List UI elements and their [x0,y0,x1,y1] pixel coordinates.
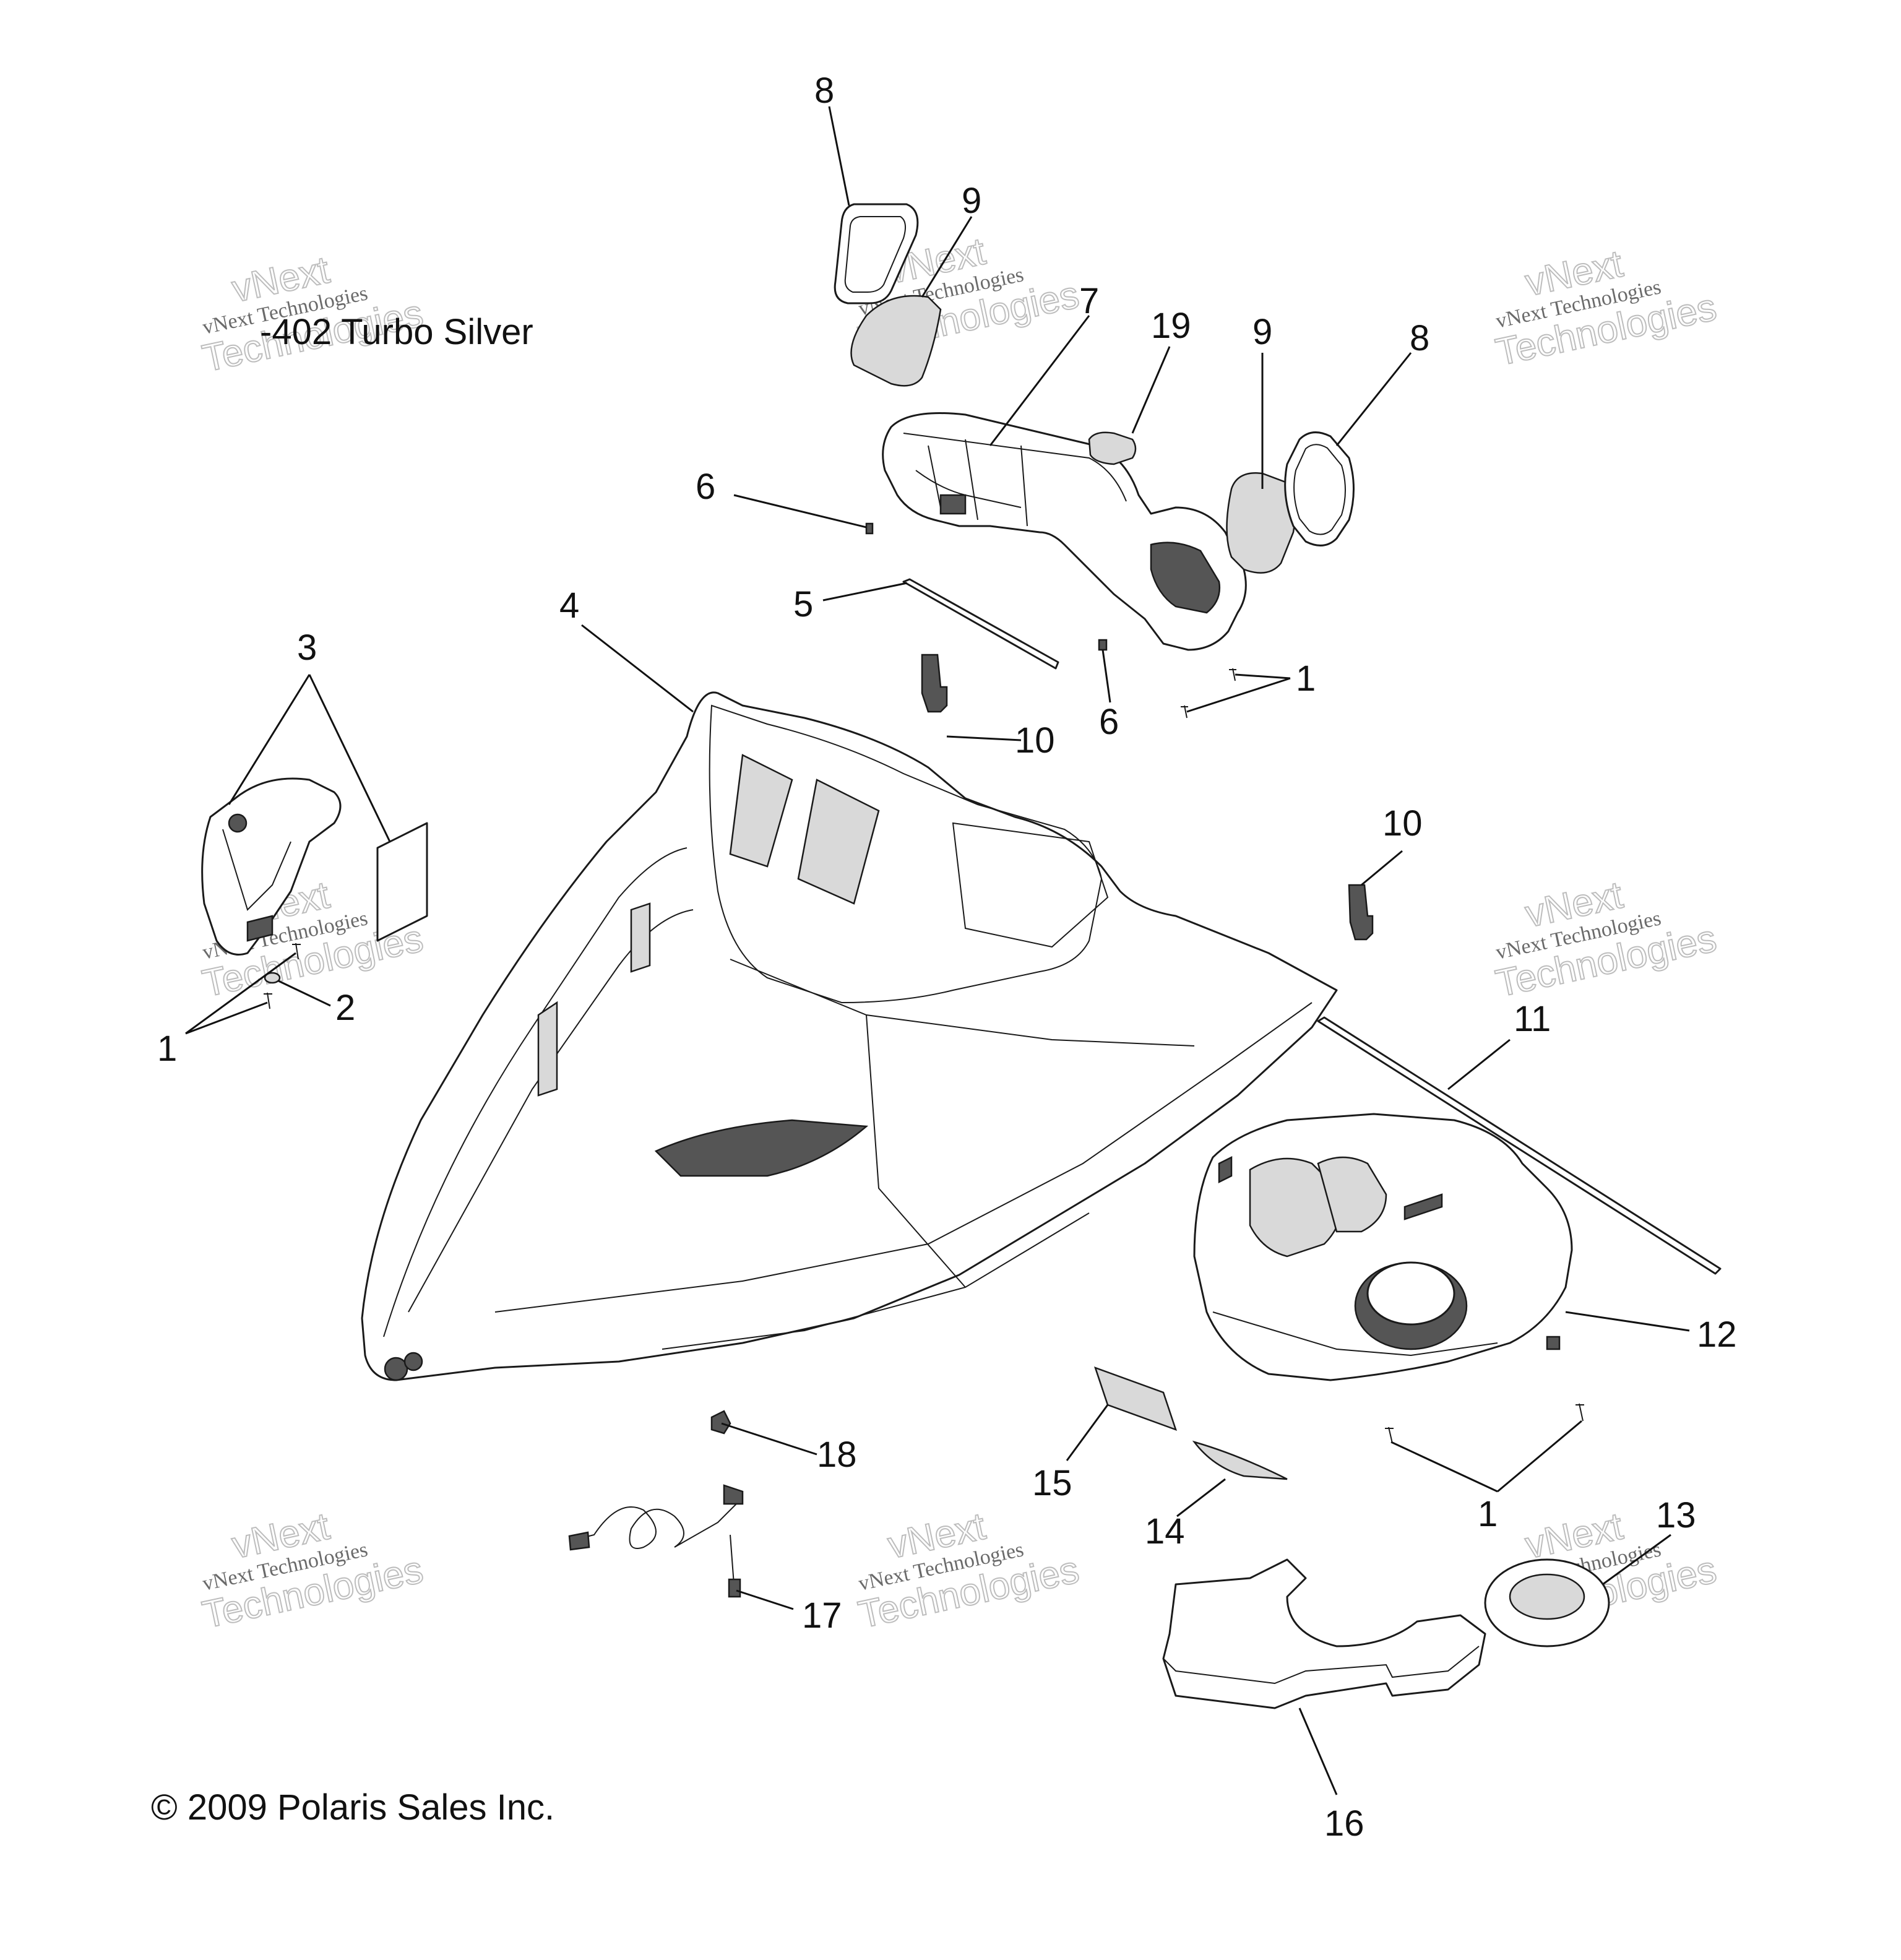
part-1-screw-mirror-upper [292,943,301,960]
callout-1-mirror: 1 [157,1029,177,1069]
callout-18: 18 [817,1435,857,1475]
part-1-screw-dash-lower [1181,705,1188,719]
part-13-grommet [1484,1558,1610,1647]
part-3-mirror-glass [376,822,428,942]
part-1-screw-panel-right [1576,1403,1584,1422]
callout-6-upper: 6 [696,467,715,507]
part-11-trim-strip [1317,1016,1722,1275]
callout-1-panel: 1 [1478,1494,1498,1534]
part-9-right-lens [1226,472,1296,574]
callout-7: 7 [1079,281,1099,321]
callout-10-right: 10 [1382,803,1423,844]
part-8-left-trim-ring [834,203,919,304]
part-6-screw-left [865,522,874,535]
callout-13: 13 [1656,1495,1696,1535]
callout-17: 17 [802,1595,842,1636]
part-1-screw-dash-upper [1229,668,1236,681]
part-7-dash-housing [882,412,1247,651]
callout-8-left: 8 [814,71,834,111]
callout-10-upper: 10 [1015,720,1055,761]
part-10-clip-upper [921,654,948,713]
callout-19: 19 [1151,306,1191,346]
part-18-nut [710,1410,731,1435]
leader-lines [185,106,1690,1795]
callout-9-left: 9 [962,181,981,221]
variant-note: -402 Turbo Silver [260,312,533,352]
copyright-notice: © 2009 Polaris Sales Inc. [151,1787,554,1828]
watermark-top-right: vNext vNext Technologies Technologies [1491,242,1720,375]
part-16-foam-pad [1162,1558,1486,1709]
part-1-screw-mirror-lower [264,992,272,1009]
callout-16: 16 [1324,1803,1364,1844]
watermark-bottom-center: vNext vNext Technologies Technologies [854,1505,1083,1638]
callout-2: 2 [335,988,355,1028]
part-15-decal [1093,1366,1178,1431]
callout-15: 15 [1032,1463,1072,1503]
part-19-plug [1088,431,1137,465]
watermark-bottom-left: vNext vNext Technologies Technologies [198,1505,427,1638]
part-10-clip-right [1348,884,1374,941]
part-5-trim-strip [902,578,1059,670]
callout-4: 4 [559,585,579,626]
part-3-mirror [201,777,342,956]
callout-12: 12 [1697,1315,1737,1355]
part-6-screw-right [1098,639,1108,651]
part-8-right-trim-ring [1284,431,1355,546]
part-2-washer [264,972,281,984]
watermark-mid-right: vNext vNext Technologies Technologies [1491,873,1720,1006]
callout-5: 5 [793,584,813,624]
callout-1-dash: 1 [1296,658,1316,699]
part-1-screw-panel-left [1385,1427,1394,1444]
callout-8-right: 8 [1410,318,1429,358]
part-12-inner-panel [1193,1113,1573,1381]
callout-9-right: 9 [1252,312,1272,352]
callout-6-lower: 6 [1099,702,1119,742]
part-4-hood [361,691,1338,1381]
part-17-wiring-harness [568,1484,744,1598]
part-14-decal [1192,1440,1288,1480]
callout-14: 14 [1145,1511,1185,1552]
callout-11: 11 [1514,999,1551,1039]
part-9-left-lens [850,295,942,387]
watermark-top-left: vNext vNext Technologies Technologies [198,248,427,381]
callout-3: 3 [297,628,317,668]
